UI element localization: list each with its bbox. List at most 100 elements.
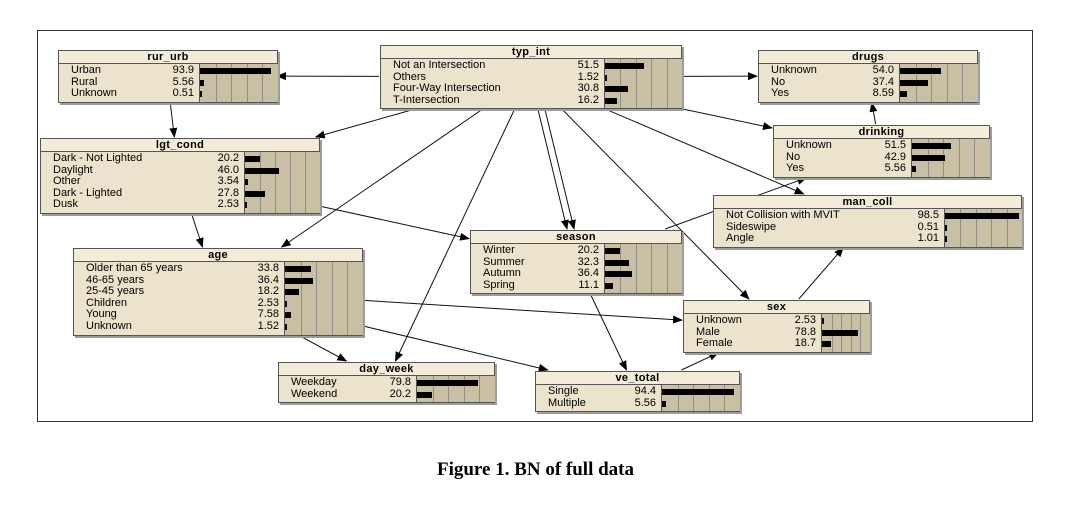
probability-bar	[605, 259, 630, 266]
node-title: sex	[684, 301, 869, 314]
probability-bar-area	[284, 262, 363, 335]
state-label: Autumn	[483, 267, 521, 280]
bar-gridline	[463, 376, 465, 403]
state-probability: 2.53	[794, 314, 816, 326]
state-probability: 5.56	[884, 162, 906, 175]
bar-gridline	[708, 385, 710, 412]
state-label: Others	[393, 70, 427, 83]
state-label: Rural	[71, 75, 98, 88]
state-label: Sideswipe	[726, 220, 777, 233]
state-row: Young 7.58	[74, 309, 362, 321]
state-label: 46-65 years	[86, 273, 145, 286]
node-title: typ_int	[381, 46, 681, 59]
state-probability: 5.56	[634, 396, 656, 409]
probability-bar	[200, 91, 202, 98]
probability-bar	[662, 389, 734, 395]
node-title: lgt_cond	[41, 139, 319, 152]
bar-gridline	[331, 262, 333, 335]
probability-bar	[245, 190, 266, 197]
state-probability: 37.4	[872, 75, 894, 88]
bar-gridline	[975, 209, 977, 247]
probability-bar	[822, 318, 824, 324]
state-probability: 1.52	[577, 70, 599, 83]
probability-bar	[945, 224, 947, 231]
bar-gridline	[231, 64, 233, 102]
probability-bar	[605, 282, 614, 289]
state-row: Others 1.52	[381, 70, 681, 84]
bar-gridline	[1006, 209, 1008, 247]
probability-bar	[605, 74, 607, 81]
state-probability: 16.2	[577, 93, 599, 106]
state-label: Young	[86, 308, 117, 321]
edge-age-to-ve-total	[361, 325, 549, 372]
bar-gridline	[215, 64, 217, 102]
bar-gridline	[651, 59, 653, 109]
edge-ve-total-to-sex	[681, 352, 720, 371]
bar-gridline	[946, 64, 948, 102]
bar-gridline	[246, 64, 248, 102]
probability-bar	[200, 68, 272, 74]
edge-typ-int-to-age	[280, 108, 483, 248]
probability-bar	[900, 68, 942, 74]
bar-gridline	[620, 59, 622, 109]
state-probability: 20.2	[577, 244, 599, 256]
state-probability: 54.0	[872, 64, 894, 76]
state-label: Unknown	[86, 320, 132, 332]
bar-gridline	[724, 385, 726, 412]
probability-bar	[285, 312, 291, 319]
edge-typ-int-to-season	[537, 109, 569, 230]
probability-bar	[285, 277, 313, 284]
state-probability: 1.52	[257, 320, 279, 332]
probability-bar	[285, 289, 299, 296]
bar-gridline	[305, 152, 306, 213]
edge-age-to-sex	[361, 299, 683, 324]
state-probability: 33.8	[257, 262, 279, 274]
state-label: Dark - Lighted	[53, 186, 123, 199]
state-label: Winter	[483, 244, 515, 256]
state-label: Female	[696, 337, 733, 350]
state-label: Weekend	[291, 387, 338, 400]
state-probability: 46.0	[217, 163, 239, 176]
state-probability: 7.58	[257, 308, 279, 321]
node-title: rur_urb	[59, 51, 277, 64]
bar-gridline	[432, 376, 434, 403]
probability-bar	[900, 79, 929, 86]
state-probability: 8.59	[872, 87, 894, 100]
state-probability: 5.56	[172, 75, 194, 88]
state-probability: 36.4	[257, 273, 279, 286]
state-label: 25-45 years	[86, 285, 145, 298]
state-label: Daylight	[53, 163, 93, 176]
state-probability: 32.3	[577, 255, 599, 268]
state-label: Multiple	[548, 396, 586, 409]
state-probability: 3.54	[217, 175, 239, 188]
bar-gridline	[693, 385, 695, 412]
state-probability: 0.51	[172, 87, 194, 100]
